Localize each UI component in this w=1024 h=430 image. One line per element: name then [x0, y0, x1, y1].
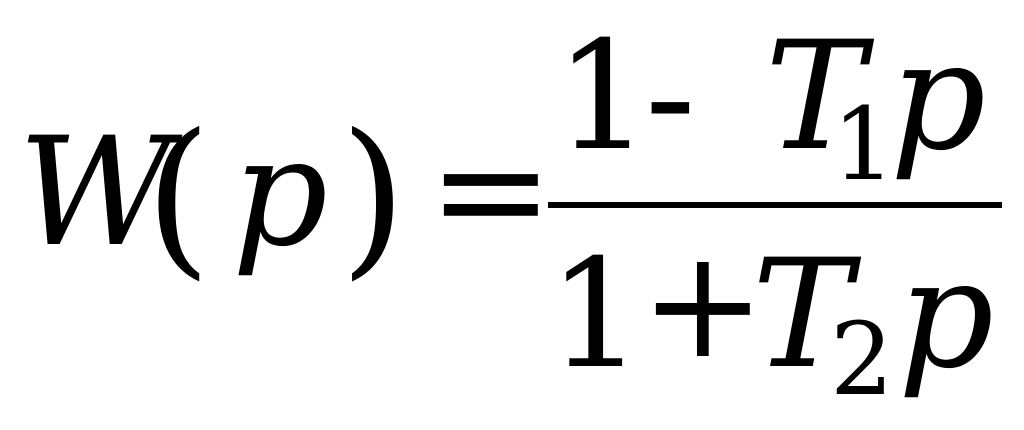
right-parenthesis: ) [340, 98, 407, 296]
denominator-coefficient: T [752, 228, 853, 402]
left-parenthesis: ( [145, 98, 212, 296]
numerator-minus-sign: - [645, 10, 696, 184]
equals-sign: = [428, 104, 554, 278]
numerator-variable: p [890, 10, 987, 184]
fraction-bar [548, 202, 1002, 208]
numerator-constant: 1 [555, 10, 651, 184]
denominator-plus-sign: + [640, 218, 766, 392]
function-name: W [18, 106, 173, 280]
denominator-variable: p [898, 228, 995, 402]
numerator-subscript: 1 [832, 86, 896, 203]
denominator-constant: 1 [548, 228, 644, 402]
function-variable: p [232, 106, 329, 280]
denominator-subscript: 2 [830, 301, 894, 418]
numerator-coefficient: T [765, 10, 866, 184]
